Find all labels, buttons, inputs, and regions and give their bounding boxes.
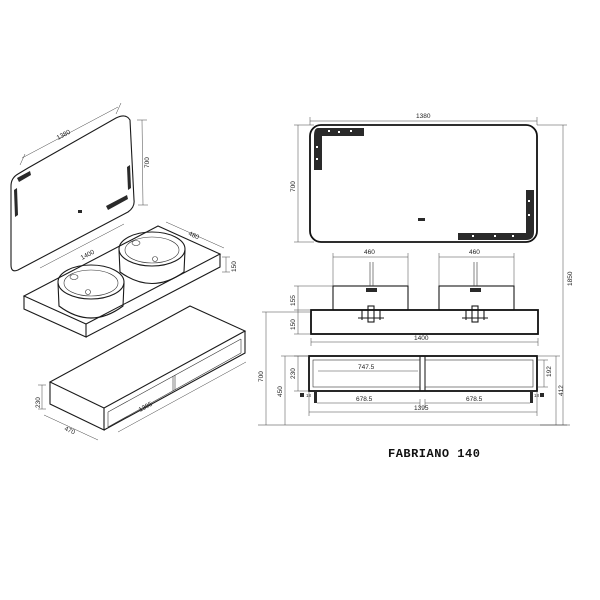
front-basin-right-width-label: 460 [469,249,480,256]
front-cabinet-total-height-label: 450 [277,386,284,397]
front-basin-height-label: 155 [290,295,297,306]
front-cabinet-width-label: 1395 [414,405,429,412]
front-drawer-inner-height-label: 192 [546,366,553,377]
front-top-width-label: 1400 [414,335,429,342]
iso-mirror-width-label: 1380 [56,129,72,142]
iso-top-depth-label: 480 [187,230,200,241]
front-cabinet: 747.5 230 450 192 412 18 18 [277,355,565,425]
iso-view: 1380 700 1400 [10,102,247,441]
front-cabinet-zone-height-label: 700 [258,371,265,382]
front-left-drawer-width-label: 678.5 [356,396,373,403]
front-basin-left-width-label: 460 [364,249,375,256]
front-drawer-inner-width-label: 747.5 [358,364,375,371]
iso-mirror: 1380 700 [10,102,151,272]
iso-basin-top: 1400 480 150 [22,221,238,338]
front-right-drawer-width-label: 678.5 [466,396,483,403]
drawing-title: FABRIANO 140 [388,447,480,461]
front-view: 1380 700 1850 460 [258,113,574,426]
iso-mirror-height-label: 700 [144,157,151,168]
iso-top-height-label: 150 [231,261,238,272]
front-top-thickness-label: 150 [290,319,297,330]
front-mirror-width-label: 1380 [416,113,431,120]
iso-cabinet-depth-label: 470 [63,425,76,436]
front-drawer-height-label: 230 [290,368,297,379]
front-top-slab: 155 150 1400 [290,285,539,346]
front-basins: 460 460 [332,249,515,323]
iso-cabinet-height-label: 230 [35,397,42,408]
iso-cabinet: 230 470 1395 [35,305,247,441]
front-mirror: 1380 700 [290,113,538,243]
front-total-height-dim: 1850 [537,124,574,426]
front-mirror-height-label: 700 [290,181,297,192]
front-cabinet-side-height-label: 412 [558,385,565,396]
front-total-height-label: 1850 [567,271,574,286]
